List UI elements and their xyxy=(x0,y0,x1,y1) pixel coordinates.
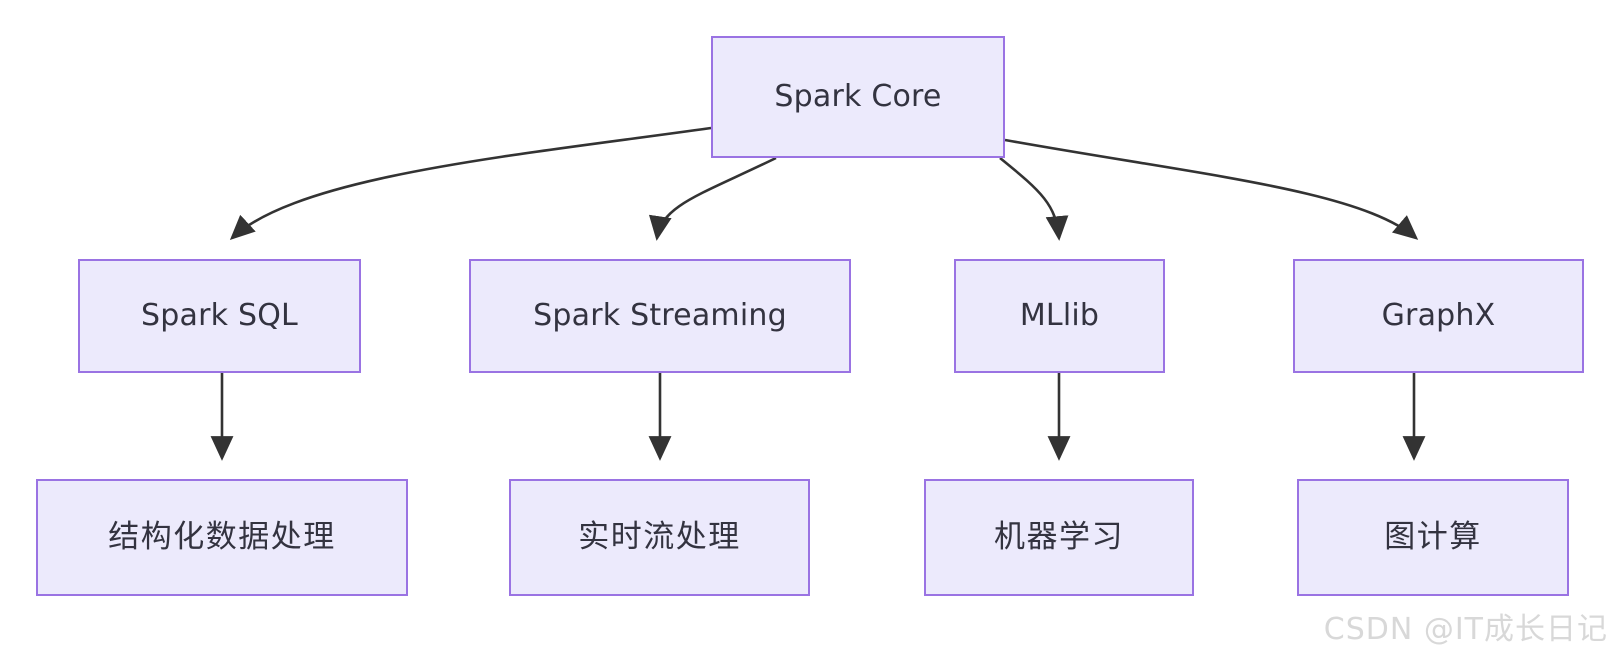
node-label-sql_desc: 结构化数据处理 xyxy=(108,518,336,555)
edge-core-mllib xyxy=(999,156,1069,241)
node-stream_desc[interactable]: 实时流处理 xyxy=(509,479,810,596)
node-label-graph_desc: 图计算 xyxy=(1384,518,1482,555)
node-label-stream_desc: 实时流处理 xyxy=(578,518,741,555)
node-ml_desc[interactable]: 机器学习 xyxy=(924,479,1194,596)
edge-core-sql xyxy=(229,126,712,240)
watermark: CSDN @IT成长日记 xyxy=(1323,612,1608,647)
node-graph_desc[interactable]: 图计算 xyxy=(1297,479,1569,596)
node-label-ml_desc: 机器学习 xyxy=(994,518,1124,555)
node-core[interactable]: Spark Core xyxy=(711,36,1005,158)
node-graphx[interactable]: GraphX xyxy=(1293,259,1584,373)
node-label-graphx: GraphX xyxy=(1381,298,1496,333)
node-label-core: Spark Core xyxy=(774,79,942,114)
node-mllib[interactable]: MLlib xyxy=(954,259,1165,373)
edge-core-streaming xyxy=(648,156,777,241)
node-sql_desc[interactable]: 结构化数据处理 xyxy=(36,479,408,596)
node-label-mllib: MLlib xyxy=(1019,298,1100,333)
edge-core-graphx xyxy=(1004,138,1419,240)
node-label-streaming: Spark Streaming xyxy=(533,298,787,333)
node-streaming[interactable]: Spark Streaming xyxy=(469,259,851,373)
node-sql[interactable]: Spark SQL xyxy=(78,259,361,373)
node-label-sql: Spark SQL xyxy=(141,298,298,333)
